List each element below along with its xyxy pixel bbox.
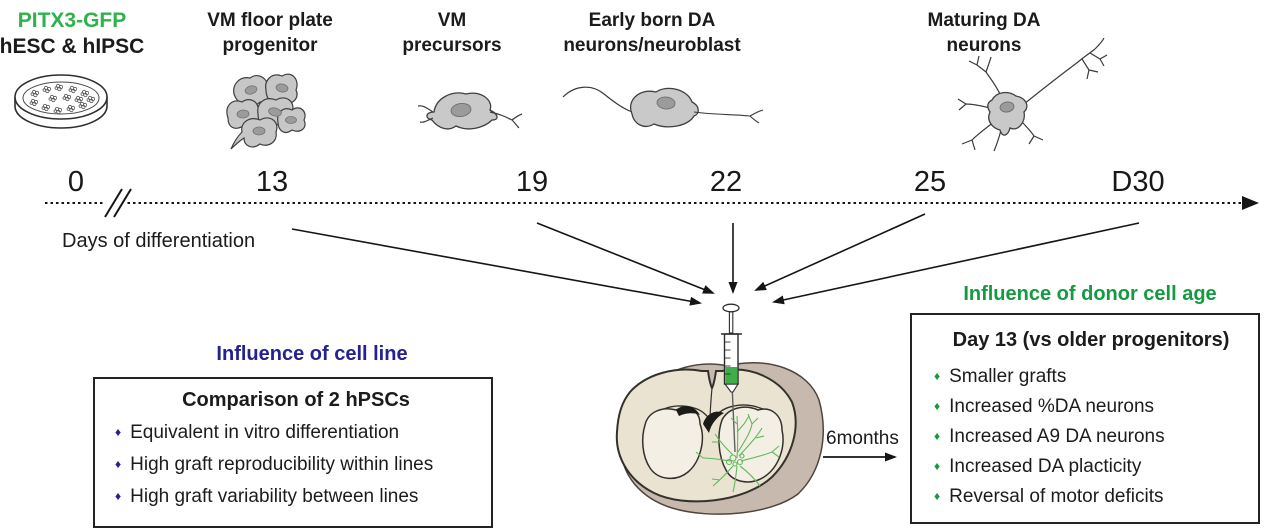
graft-fibers-icon [695, 413, 780, 493]
timeline-tick-0: 0 [67, 166, 85, 198]
bullet-text: High graft reproducibility within lines [130, 454, 434, 475]
bullet-text: Equivalent in vitro differentiation [130, 422, 400, 443]
maturing-neuron-icon [957, 37, 1108, 152]
list-item: Reversal of motor deficits [934, 486, 1248, 507]
brain-section-icon [615, 362, 824, 515]
hesc-hipsc-label: hESC & hIPSC [0, 35, 145, 58]
right-box-title: Day 13 (vs older progenitors) [952, 329, 1230, 351]
right-panel-title: Influence of donor cell age [963, 283, 1217, 305]
left-box-title: Comparison of 2 hPSCs [182, 389, 410, 411]
timeline-tick-13: 13 [255, 166, 289, 198]
stage-label-early-born: Early born DA neurons/neuroblast [563, 10, 741, 56]
diamond-bullet-icon [934, 456, 940, 477]
bullet-text: High graft variability between lines [130, 486, 419, 507]
vm-precursor-cell-icon [417, 92, 523, 130]
progenitor-cells-icon [226, 73, 306, 150]
diamond-bullet-icon [934, 366, 940, 387]
left-panel-box: Comparison of 2 hPSCs Equivalent in vitr… [93, 377, 493, 528]
bullet-text: Smaller grafts [949, 366, 1067, 387]
timeline-axis [45, 188, 1259, 218]
converging-arrows [291, 213, 1140, 306]
diamond-bullet-icon [934, 486, 940, 507]
early-born-neuron-icon [562, 86, 764, 128]
list-item: Increased DA placticity [934, 456, 1248, 477]
timeline-tick-22: 22 [709, 166, 743, 198]
bullet-text: Reversal of motor deficits [949, 486, 1164, 507]
timeline-tick-d30: D30 [1111, 166, 1165, 198]
list-item: High graft variability between lines [115, 486, 477, 507]
diamond-bullet-icon [115, 486, 121, 507]
stage-label-floor-plate: VM floor plate progenitor [207, 10, 333, 56]
list-item: Equivalent in vitro differentiation [115, 422, 477, 443]
timeline-tick-19: 19 [515, 166, 549, 198]
stage-label-maturing: Maturing DA neurons [927, 10, 1041, 56]
list-item: Increased A9 DA neurons [934, 426, 1248, 447]
timeline-tick-25: 25 [913, 166, 947, 198]
right-panel-box: Day 13 (vs older progenitors) Smaller gr… [910, 313, 1260, 524]
bullet-text: Increased DA placticity [949, 456, 1142, 477]
list-item: Increased %DA neurons [934, 396, 1248, 417]
list-item: Smaller grafts [934, 366, 1248, 387]
timeline-axis-label: Days of differentiation [62, 230, 256, 252]
bullet-text: Increased A9 DA neurons [949, 426, 1165, 447]
syringe-icon [721, 303, 742, 453]
diamond-bullet-icon [934, 396, 940, 417]
axis-break-icon [104, 188, 132, 218]
list-item: High graft reproducibility within lines [115, 454, 477, 475]
bullet-text: Increased %DA neurons [949, 396, 1155, 417]
diamond-bullet-icon [115, 454, 121, 475]
diamond-bullet-icon [115, 422, 121, 443]
six-months-label: 6months [826, 428, 899, 449]
petri-dish-icon [14, 74, 108, 129]
source-cells-label: PITX3-GFP hESC & hIPSC [0, 8, 144, 60]
diamond-bullet-icon [934, 426, 940, 447]
stage-label-vm-precursors: VM precursors [402, 10, 502, 56]
left-panel-title: Influence of cell line [216, 343, 408, 365]
pitx3-gfp-label: PITX3-GFP [17, 9, 127, 32]
